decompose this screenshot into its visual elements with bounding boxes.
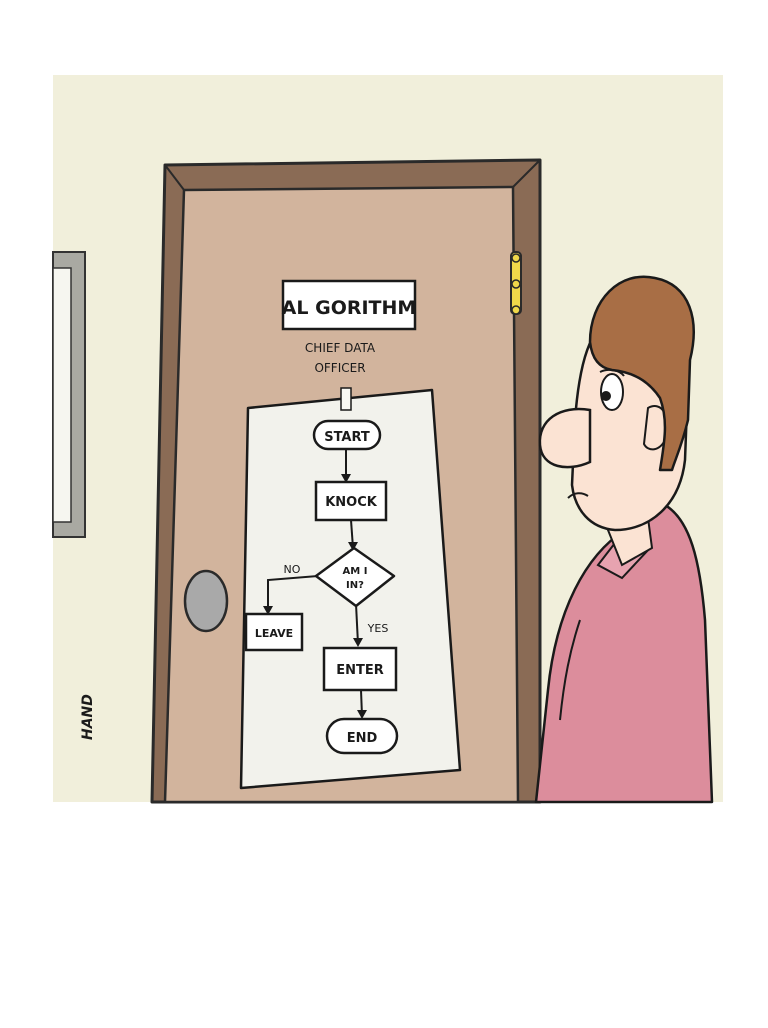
flowchart-no-label: NO — [284, 563, 301, 576]
flowchart-decision-label-line1: AM I — [343, 566, 368, 577]
tape — [340, 387, 352, 411]
nameplate-title-line2: OFFICER — [314, 361, 365, 375]
nameplate-title-line1: CHIEF DATA — [305, 341, 376, 355]
artist-signature: HAND — [80, 694, 96, 740]
flowchart-end-node: END — [325, 717, 399, 755]
pupil — [601, 391, 611, 401]
flowchart-yes-label: YES — [367, 622, 389, 635]
shirt-crease — [559, 619, 581, 721]
flowchart-decision-node: AM I IN? — [314, 546, 396, 608]
wall-picture-frame — [52, 251, 86, 538]
eyebrow — [599, 368, 625, 377]
doorknob — [183, 569, 229, 633]
man-character — [534, 275, 714, 804]
nose — [538, 407, 592, 469]
flowchart-knock-label: KNOCK — [325, 495, 378, 510]
nameplate: AL GORITHM — [282, 279, 417, 331]
flowchart-leave-node: LEAVE — [244, 612, 304, 652]
flowchart-start-label: START — [324, 430, 370, 445]
flowchart-end-label: END — [347, 731, 378, 746]
door-hinge — [510, 251, 522, 315]
flowchart-start-node: START — [312, 419, 382, 451]
flowchart-leave-label: LEAVE — [255, 627, 293, 640]
eye — [600, 373, 624, 411]
flowchart-knock-node: KNOCK — [314, 480, 388, 522]
mouth — [567, 492, 589, 499]
flowchart-enter-label: ENTER — [336, 663, 384, 678]
flowchart-arrowheads — [263, 474, 367, 719]
flowchart-decision-label-line2: IN? — [346, 580, 364, 591]
nameplate-name: AL GORITHM — [282, 297, 417, 319]
flowchart-enter-node: ENTER — [322, 646, 398, 692]
